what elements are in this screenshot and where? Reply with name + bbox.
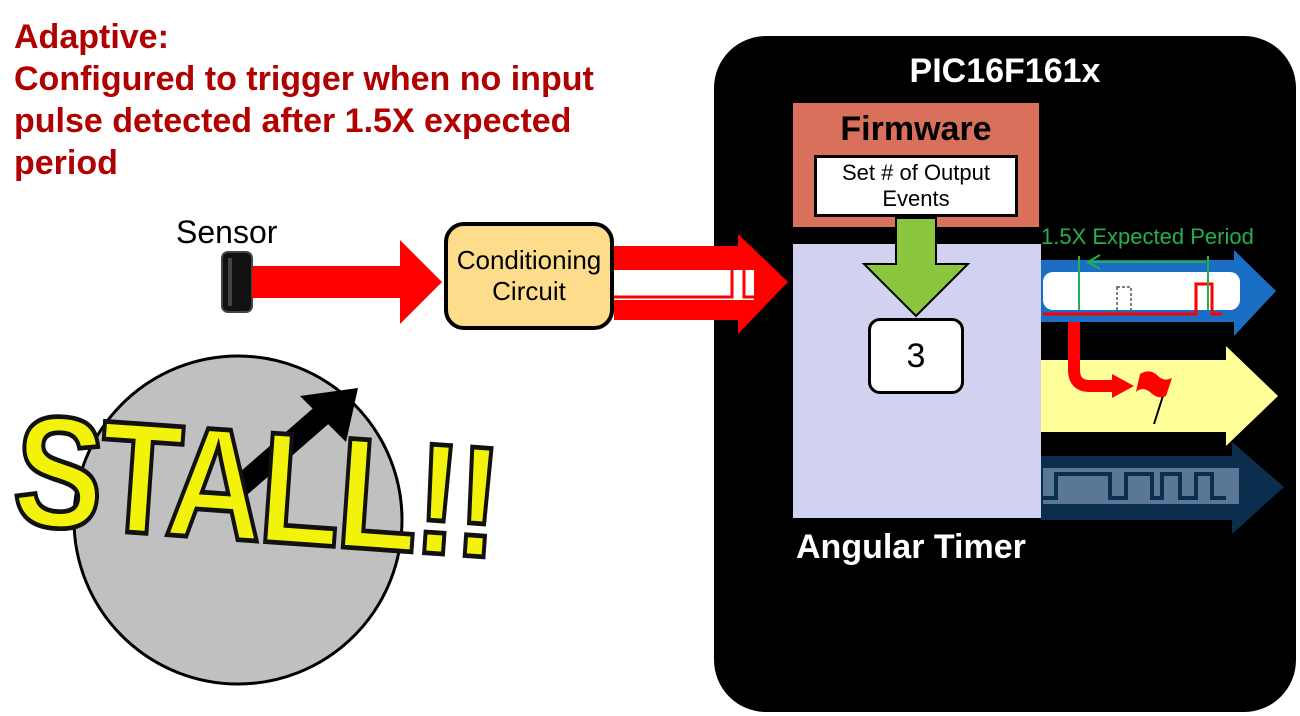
output-arrow-navy — [1041, 442, 1284, 534]
set-events-line-1: Set # of Output — [842, 160, 990, 185]
conditioned-signal-arrow — [614, 234, 788, 334]
heading-line-2: Configured to trigger when no input — [14, 60, 594, 98]
firmware-down-arrow — [861, 217, 971, 318]
firmware-label: Firmware — [840, 110, 992, 148]
sensor-label: Sensor — [176, 214, 278, 250]
set-events-line-2: Events — [882, 186, 950, 211]
flag-icon — [1136, 371, 1172, 425]
event-count-box: 3 — [868, 318, 964, 394]
heading-line-4: period — [14, 144, 118, 182]
heading-line-3: pulse detected after 1.5X expected — [14, 102, 572, 140]
conditioning-label-line-2: Circuit — [492, 276, 566, 306]
angular-timer-label: Angular Timer — [796, 528, 1026, 566]
set-output-events-box: Set # of Output Events — [814, 155, 1018, 217]
conditioning-label-line-1: Conditioning — [456, 245, 602, 275]
chip-title: PIC16F161x — [909, 52, 1101, 90]
wheel-arrow-icon — [228, 388, 358, 499]
slide-heading: Adaptive: Configured to trigger when no … — [14, 16, 704, 184]
wheel-circle — [72, 354, 404, 686]
output-arrow-blue — [1041, 250, 1276, 336]
expected-period-label: 1.5X Expected Period — [1041, 224, 1254, 249]
sensor-arrow — [252, 240, 442, 324]
heading-line-1: Adaptive: — [14, 18, 169, 56]
conditioning-circuit-box: Conditioning Circuit — [444, 222, 614, 330]
